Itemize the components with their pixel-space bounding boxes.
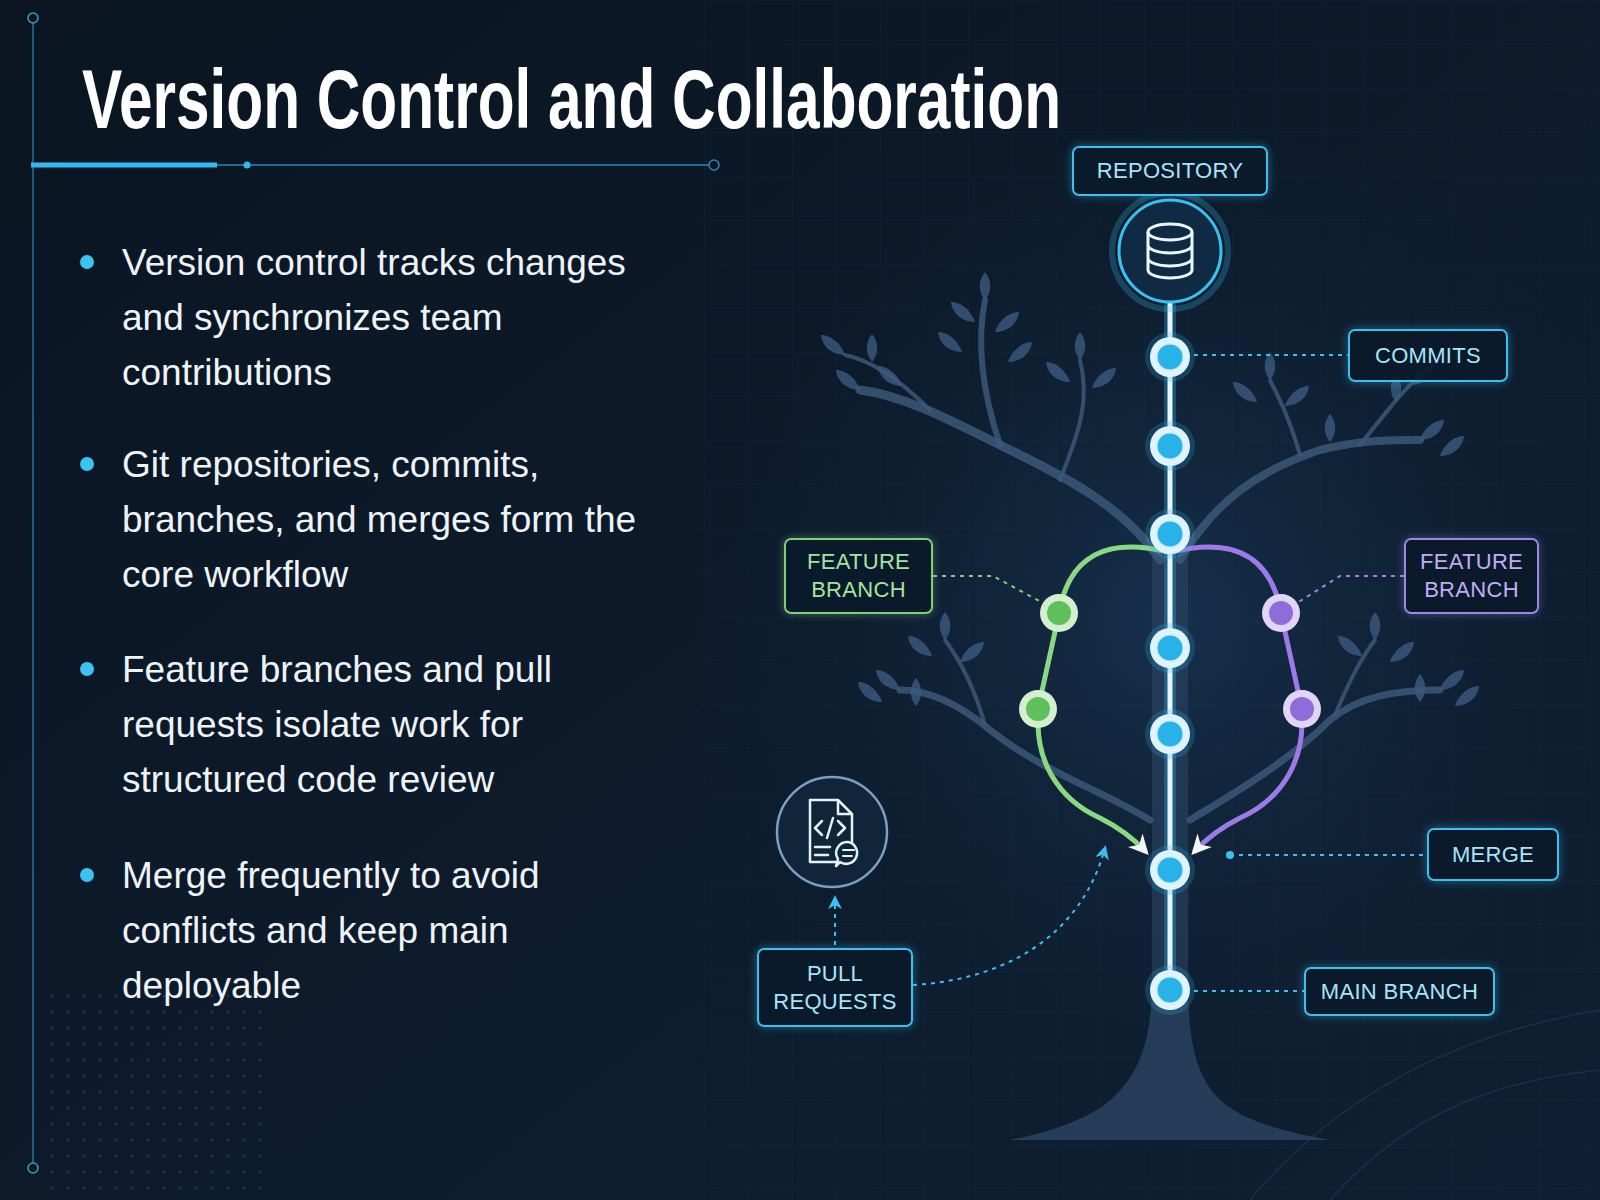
leader-line — [1194, 990, 1304, 992]
bullet-text: Feature branches and pull requests isola… — [122, 642, 647, 807]
commit-dot — [1290, 697, 1314, 721]
leader-arrow — [913, 848, 1105, 985]
label-box: COMMITS — [1348, 329, 1508, 382]
commit-dot — [1157, 721, 1183, 747]
tree-branch — [845, 355, 930, 410]
box-label: COMMITS — [1375, 342, 1481, 370]
bullet-dot — [80, 457, 94, 471]
commit-glow — [1145, 623, 1195, 673]
repository-glow — [1112, 193, 1228, 309]
box-label: FEATURE BRANCH — [792, 548, 925, 604]
box-label: REPOSITORY — [1097, 157, 1243, 185]
leader-line — [1297, 576, 1404, 603]
repository-circle — [1119, 200, 1221, 302]
commit-glow — [1145, 709, 1195, 759]
rule-dot — [709, 160, 719, 170]
label-box: MAIN BRANCH — [1304, 967, 1495, 1016]
tree-branch — [1360, 385, 1410, 445]
tree-branch — [1180, 440, 1420, 560]
box-label: PULL REQUESTS — [765, 960, 905, 1016]
commit-dot — [1150, 337, 1190, 377]
commit-dot — [1150, 970, 1190, 1010]
feature-commit-dots — [1019, 594, 1321, 728]
frame-dot — [28, 13, 38, 23]
title-rule — [217, 164, 709, 166]
commit-glow — [1145, 332, 1195, 382]
tree-branch — [860, 390, 1160, 560]
commit-dot — [1157, 344, 1183, 370]
commit-glow — [1145, 421, 1195, 471]
commit-dot — [1157, 635, 1183, 661]
label-box: FEATURE BRANCH — [784, 538, 933, 614]
title-underline — [31, 163, 217, 168]
merge-dot — [1150, 850, 1190, 890]
slide-title: Version Control and Collaboration — [82, 57, 1061, 141]
bullet-dot — [80, 662, 94, 676]
merge-dot — [1157, 857, 1183, 883]
box-label: MERGE — [1452, 841, 1534, 869]
feature-branch-line — [1172, 547, 1302, 852]
commit-dot — [1040, 594, 1078, 632]
commit-dot — [1269, 601, 1293, 625]
commit-dot — [1157, 977, 1183, 1003]
decor-arc — [1250, 1010, 1600, 1200]
feature-branch-line — [1038, 547, 1168, 852]
commit-dot — [1150, 426, 1190, 466]
commit-dot — [1157, 433, 1183, 459]
bullet-dot — [80, 255, 94, 269]
commit-glow — [1145, 509, 1195, 559]
decor-arc — [1330, 1070, 1600, 1200]
label-box: FEATURE BRANCH — [1404, 538, 1539, 614]
box-label: MAIN BRANCH — [1321, 978, 1478, 1006]
frame-line — [32, 18, 34, 1168]
tree-branch — [981, 300, 1000, 445]
commit-dot — [1283, 690, 1321, 728]
commit-glow — [1145, 965, 1195, 1015]
dot-grid — [44, 990, 274, 1190]
leader-line — [1230, 854, 1427, 856]
bullet-dot — [80, 868, 94, 882]
commit-dots — [1145, 332, 1195, 1015]
bullet-text: Git repositories, commits, branches, and… — [122, 437, 647, 602]
commit-dot — [1019, 690, 1057, 728]
label-box: REPOSITORY — [1072, 146, 1268, 196]
commit-glow — [1145, 845, 1195, 895]
label-box: MERGE — [1427, 828, 1559, 881]
commit-dot — [1150, 628, 1190, 668]
background-glow — [690, 100, 1600, 1140]
database-icon — [1148, 224, 1192, 240]
frame-dot — [28, 1163, 38, 1173]
rule-dot — [244, 162, 251, 169]
commit-dot — [1262, 594, 1300, 632]
comment-icon — [836, 842, 857, 866]
label-box: PULL REQUESTS — [757, 948, 913, 1027]
commit-dot — [1157, 521, 1183, 547]
leader-line — [933, 576, 1043, 603]
bullet-text: Version control tracks changes and synch… — [122, 235, 647, 400]
commit-dot — [1150, 514, 1190, 554]
tree-branch — [1190, 690, 1440, 820]
tree-branch — [900, 690, 1150, 820]
commit-dot — [1047, 601, 1071, 625]
database-icon — [1148, 232, 1192, 278]
leader-arrow — [834, 898, 836, 945]
comment-icon — [843, 850, 854, 856]
leader-line — [1194, 354, 1348, 356]
bullet-text: Merge frequently to avoid conflicts and … — [122, 848, 647, 1013]
box-label: FEATURE BRANCH — [1412, 548, 1531, 604]
commit-dot — [1150, 714, 1190, 754]
commit-dot — [1026, 697, 1050, 721]
pull-request-icon — [777, 777, 887, 887]
